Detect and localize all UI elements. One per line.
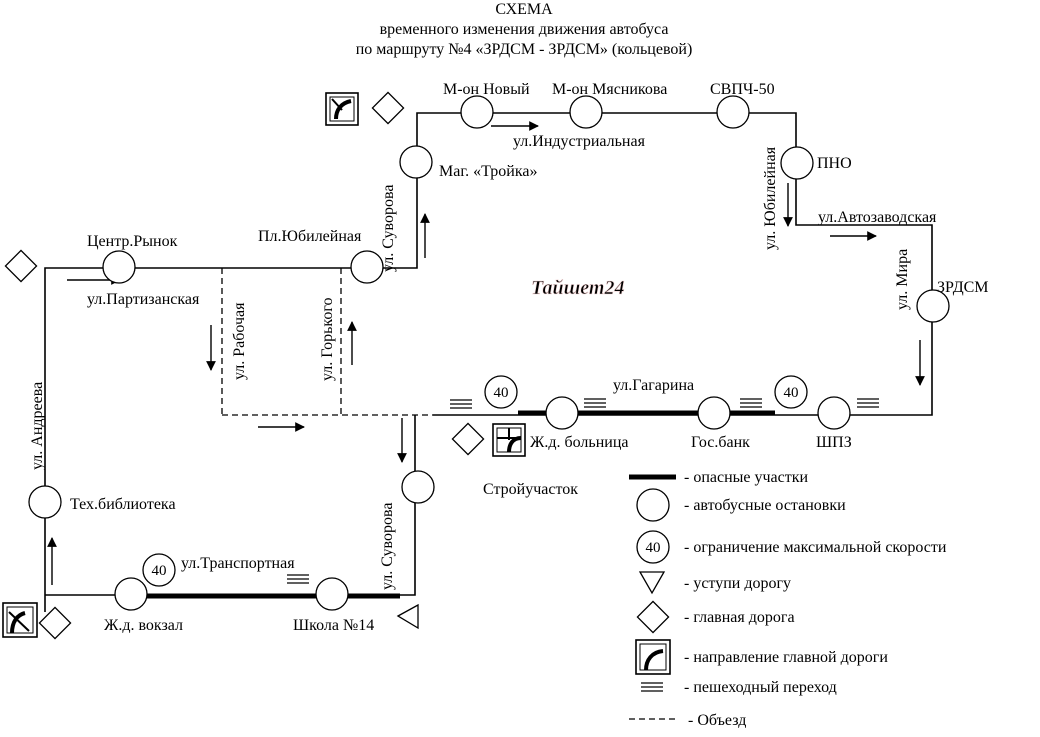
bus-stop-zrdsm — [916, 289, 950, 323]
street-label-suvorova-bottom: ул. Суворова — [379, 503, 396, 590]
main-road-direction-icon — [2, 602, 38, 638]
legend-label-bus-stop: - автобусные остановки — [684, 497, 846, 514]
street-label-yubileynaya: ул. Юбилейная — [762, 146, 779, 250]
stop-label-pno: ПНО — [817, 155, 852, 172]
stop-label-shkola14: Школа №14 — [293, 617, 374, 634]
speed-limit-value: 40 — [152, 563, 167, 579]
stop-label-mag-troyka: Маг. «Тройка» — [439, 163, 537, 180]
legend-main-road-direction-icon — [635, 639, 671, 675]
bus-stops — [28, 95, 950, 611]
stop-label-tekh-biblioteka: Тех.библиотека — [70, 496, 176, 513]
route-main-loop — [44, 112, 933, 612]
speed-limit-value: 40 — [494, 385, 509, 401]
stop-label-tsentr-rynok: Центр.Рынок — [87, 233, 178, 250]
bus-stop-mon-novyy — [460, 95, 494, 129]
street-label-mira: ул. Мира — [894, 249, 911, 310]
stop-label-mon-novyy: М-он Новый — [443, 81, 530, 98]
legend-label-main-road-direction: - направление главной дороги — [684, 649, 888, 666]
speed-limit-sign — [142, 553, 176, 587]
street-label-gagarina: ул.Гагарина — [613, 377, 694, 394]
route-path — [44, 112, 933, 612]
bus-stop-pno — [780, 146, 814, 180]
main-road-diamond-icon — [38, 606, 72, 640]
bus-stop-mon-myasnikova — [569, 95, 603, 129]
detour-path — [221, 268, 433, 416]
bus-stop-mag-troyka — [399, 145, 433, 179]
street-label-suvorova-top: ул. Суворова — [380, 185, 397, 272]
street-label-avtozavodskaya: ул.Автозаводская — [818, 209, 937, 226]
crosswalk-icon — [450, 399, 472, 409]
legend-yield-triangle-icon — [638, 571, 666, 595]
speed-limit-sign — [484, 375, 518, 409]
stop-label-gos-bank: Гос.банк — [691, 434, 750, 451]
bus-stop-stroyuchastok — [401, 470, 435, 504]
legend-speed-limit-value: 40 — [646, 540, 661, 556]
legend-label-main-road: - главная дорога — [684, 609, 795, 626]
scheme-route-name: по маршруту №4 «ЗРДСМ - ЗРДСМ» (кольцево… — [356, 41, 693, 58]
legend-label-crosswalk: - пешеходный переход — [684, 679, 837, 696]
crosswalk-icon — [584, 398, 606, 408]
street-label-transportnaya: ул.Транспортная — [181, 555, 295, 572]
bus-stop-gos-bank — [697, 396, 731, 430]
legend-bus-stop-icon — [636, 488, 670, 522]
yield-triangle-icon — [396, 603, 419, 630]
bus-stop-zhd-bolnitsa — [545, 396, 579, 430]
legend-label-speed-limit: - ограничение максимальной скорости — [684, 539, 947, 556]
street-label-gorkogo: ул. Горького — [319, 297, 336, 381]
main-road-diamond-icon — [4, 249, 38, 283]
direction-arrows — [47, 121, 925, 585]
street-label-rabochaya: ул. Рабочая — [231, 302, 248, 380]
bus-stop-tekh-biblioteka — [28, 485, 62, 519]
main-road-diamond-icon — [451, 422, 485, 456]
bus-stop-zhd-vokzal — [114, 577, 148, 611]
bus-stop-pl-yubileynaya — [350, 250, 384, 284]
legend-label-yield: - уступи дорогу — [684, 575, 791, 592]
legend-speed-limit-icon — [636, 530, 670, 564]
road-signs — [2, 91, 526, 640]
scheme-subtitle: временного изменения движения автобуса — [380, 21, 669, 38]
crosswalks — [287, 398, 879, 584]
crosswalk-icon — [740, 398, 762, 408]
bus-stop-shpz — [817, 396, 851, 430]
street-label-industrialnaya: ул.Индустриальная — [513, 133, 646, 150]
watermark-logo: Тайшет24 — [531, 277, 624, 299]
speed-limit-signs: 40 40 40 — [142, 375, 808, 587]
bus-stop-shkola14 — [315, 577, 349, 611]
legend-label-detour: - Объезд — [688, 712, 746, 729]
stop-labels: Центр.Рынок Пл.Юбилейная Маг. «Тройка» М… — [70, 81, 989, 634]
street-label-partizanskaya: ул.Партизанская — [87, 291, 200, 308]
stop-label-stroyuchastok: Стройучасток — [483, 481, 578, 498]
street-label-andreeva: ул. Андреева — [29, 382, 46, 470]
stop-label-pl-yubileynaya: Пл.Юбилейная — [258, 228, 362, 245]
stop-label-shpz: ШПЗ — [816, 434, 852, 451]
main-road-diamond-icon — [371, 91, 405, 125]
speed-limit-value: 40 — [784, 385, 799, 401]
stop-label-mon-myasnikova: М-он Мясникова — [552, 81, 667, 98]
crosswalk-icon — [287, 574, 309, 584]
crosswalk-icon — [857, 398, 879, 408]
scheme-title: СХЕМА — [495, 1, 553, 18]
legend-main-road-diamond-icon — [636, 600, 670, 634]
speed-limit-sign — [774, 375, 808, 409]
legend-crosswalk-icon — [641, 682, 663, 692]
main-road-direction-icon — [492, 423, 526, 457]
legend-label-danger: - опасные участки — [684, 469, 809, 486]
legend: - опасные участки - автобусные остановки… — [629, 469, 947, 729]
bus-stop-svpch — [716, 95, 750, 129]
stop-label-zhd-bolnitsa: Ж.д. больница — [530, 434, 628, 451]
stop-label-svpch: СВПЧ-50 — [710, 81, 775, 98]
main-road-direction-icon — [325, 92, 359, 126]
stop-label-zrdsm: ЗРДСМ — [937, 279, 989, 296]
street-labels: ул.Партизанская ул.Индустриальная ул.Авт… — [29, 133, 937, 590]
bus-stop-tsentr-rynok — [102, 250, 136, 284]
stop-label-zhd-vokzal: Ж.д. вокзал — [104, 617, 183, 634]
